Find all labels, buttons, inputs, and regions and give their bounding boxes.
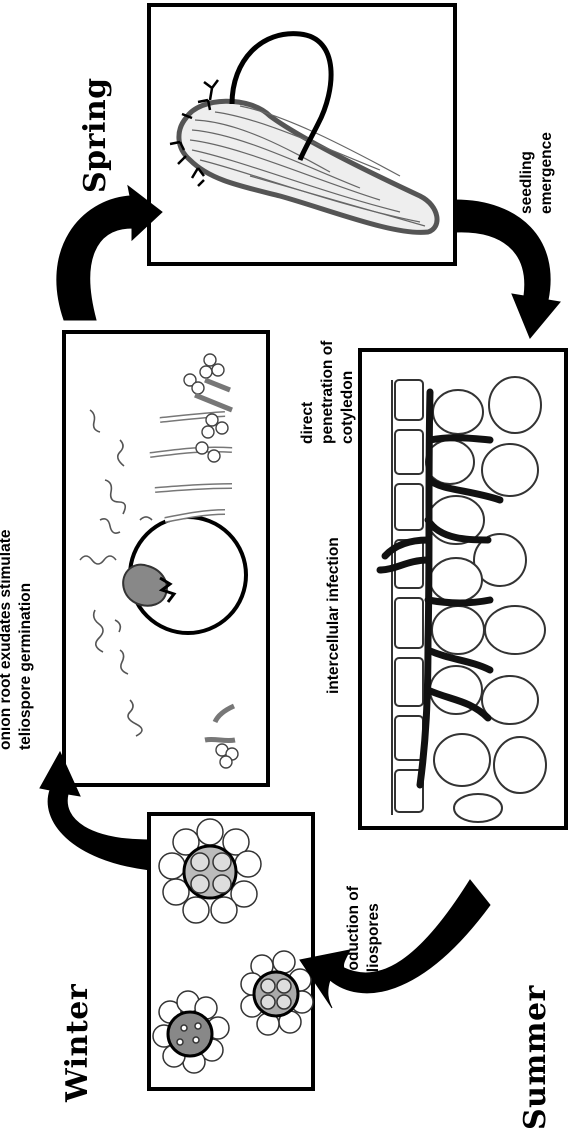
infection-caption-line-1: intercellular infection xyxy=(324,484,344,694)
production-caption-line-1: production of xyxy=(344,866,364,986)
penetration-caption-line-2: penetration of xyxy=(318,304,338,444)
arrow-germination-to-spring xyxy=(57,186,162,320)
direct-penetration-caption: direct penetration of cotyledon xyxy=(298,304,362,444)
germination-caption-line-1: onion root exudates stimulate xyxy=(0,410,16,750)
germination-caption-line-2: teliospore germination xyxy=(16,410,36,750)
intercellular-infection-caption: intercellular infection xyxy=(324,484,346,694)
seedling-emergence-caption: seedling emergence xyxy=(517,104,561,214)
emergence-caption-line-2: emergence xyxy=(537,104,557,214)
arrow-spring-to-summer xyxy=(455,200,560,338)
penetration-caption-line-1: direct xyxy=(298,304,318,444)
emergence-caption-line-1: seedling xyxy=(517,104,537,214)
winter-label: Winter xyxy=(60,972,96,1102)
production-of-teliospores-caption: production of teliospores xyxy=(344,866,388,986)
germination-caption: onion root exudates stimulate teliospore… xyxy=(0,410,40,750)
summer-label: Summer xyxy=(518,990,554,1130)
spring-label: Spring xyxy=(78,73,114,193)
arrow-summer-to-winter xyxy=(300,880,490,1008)
penetration-caption-line-3: cotyledon xyxy=(338,304,358,444)
production-caption-line-2: teliospores xyxy=(364,866,384,986)
